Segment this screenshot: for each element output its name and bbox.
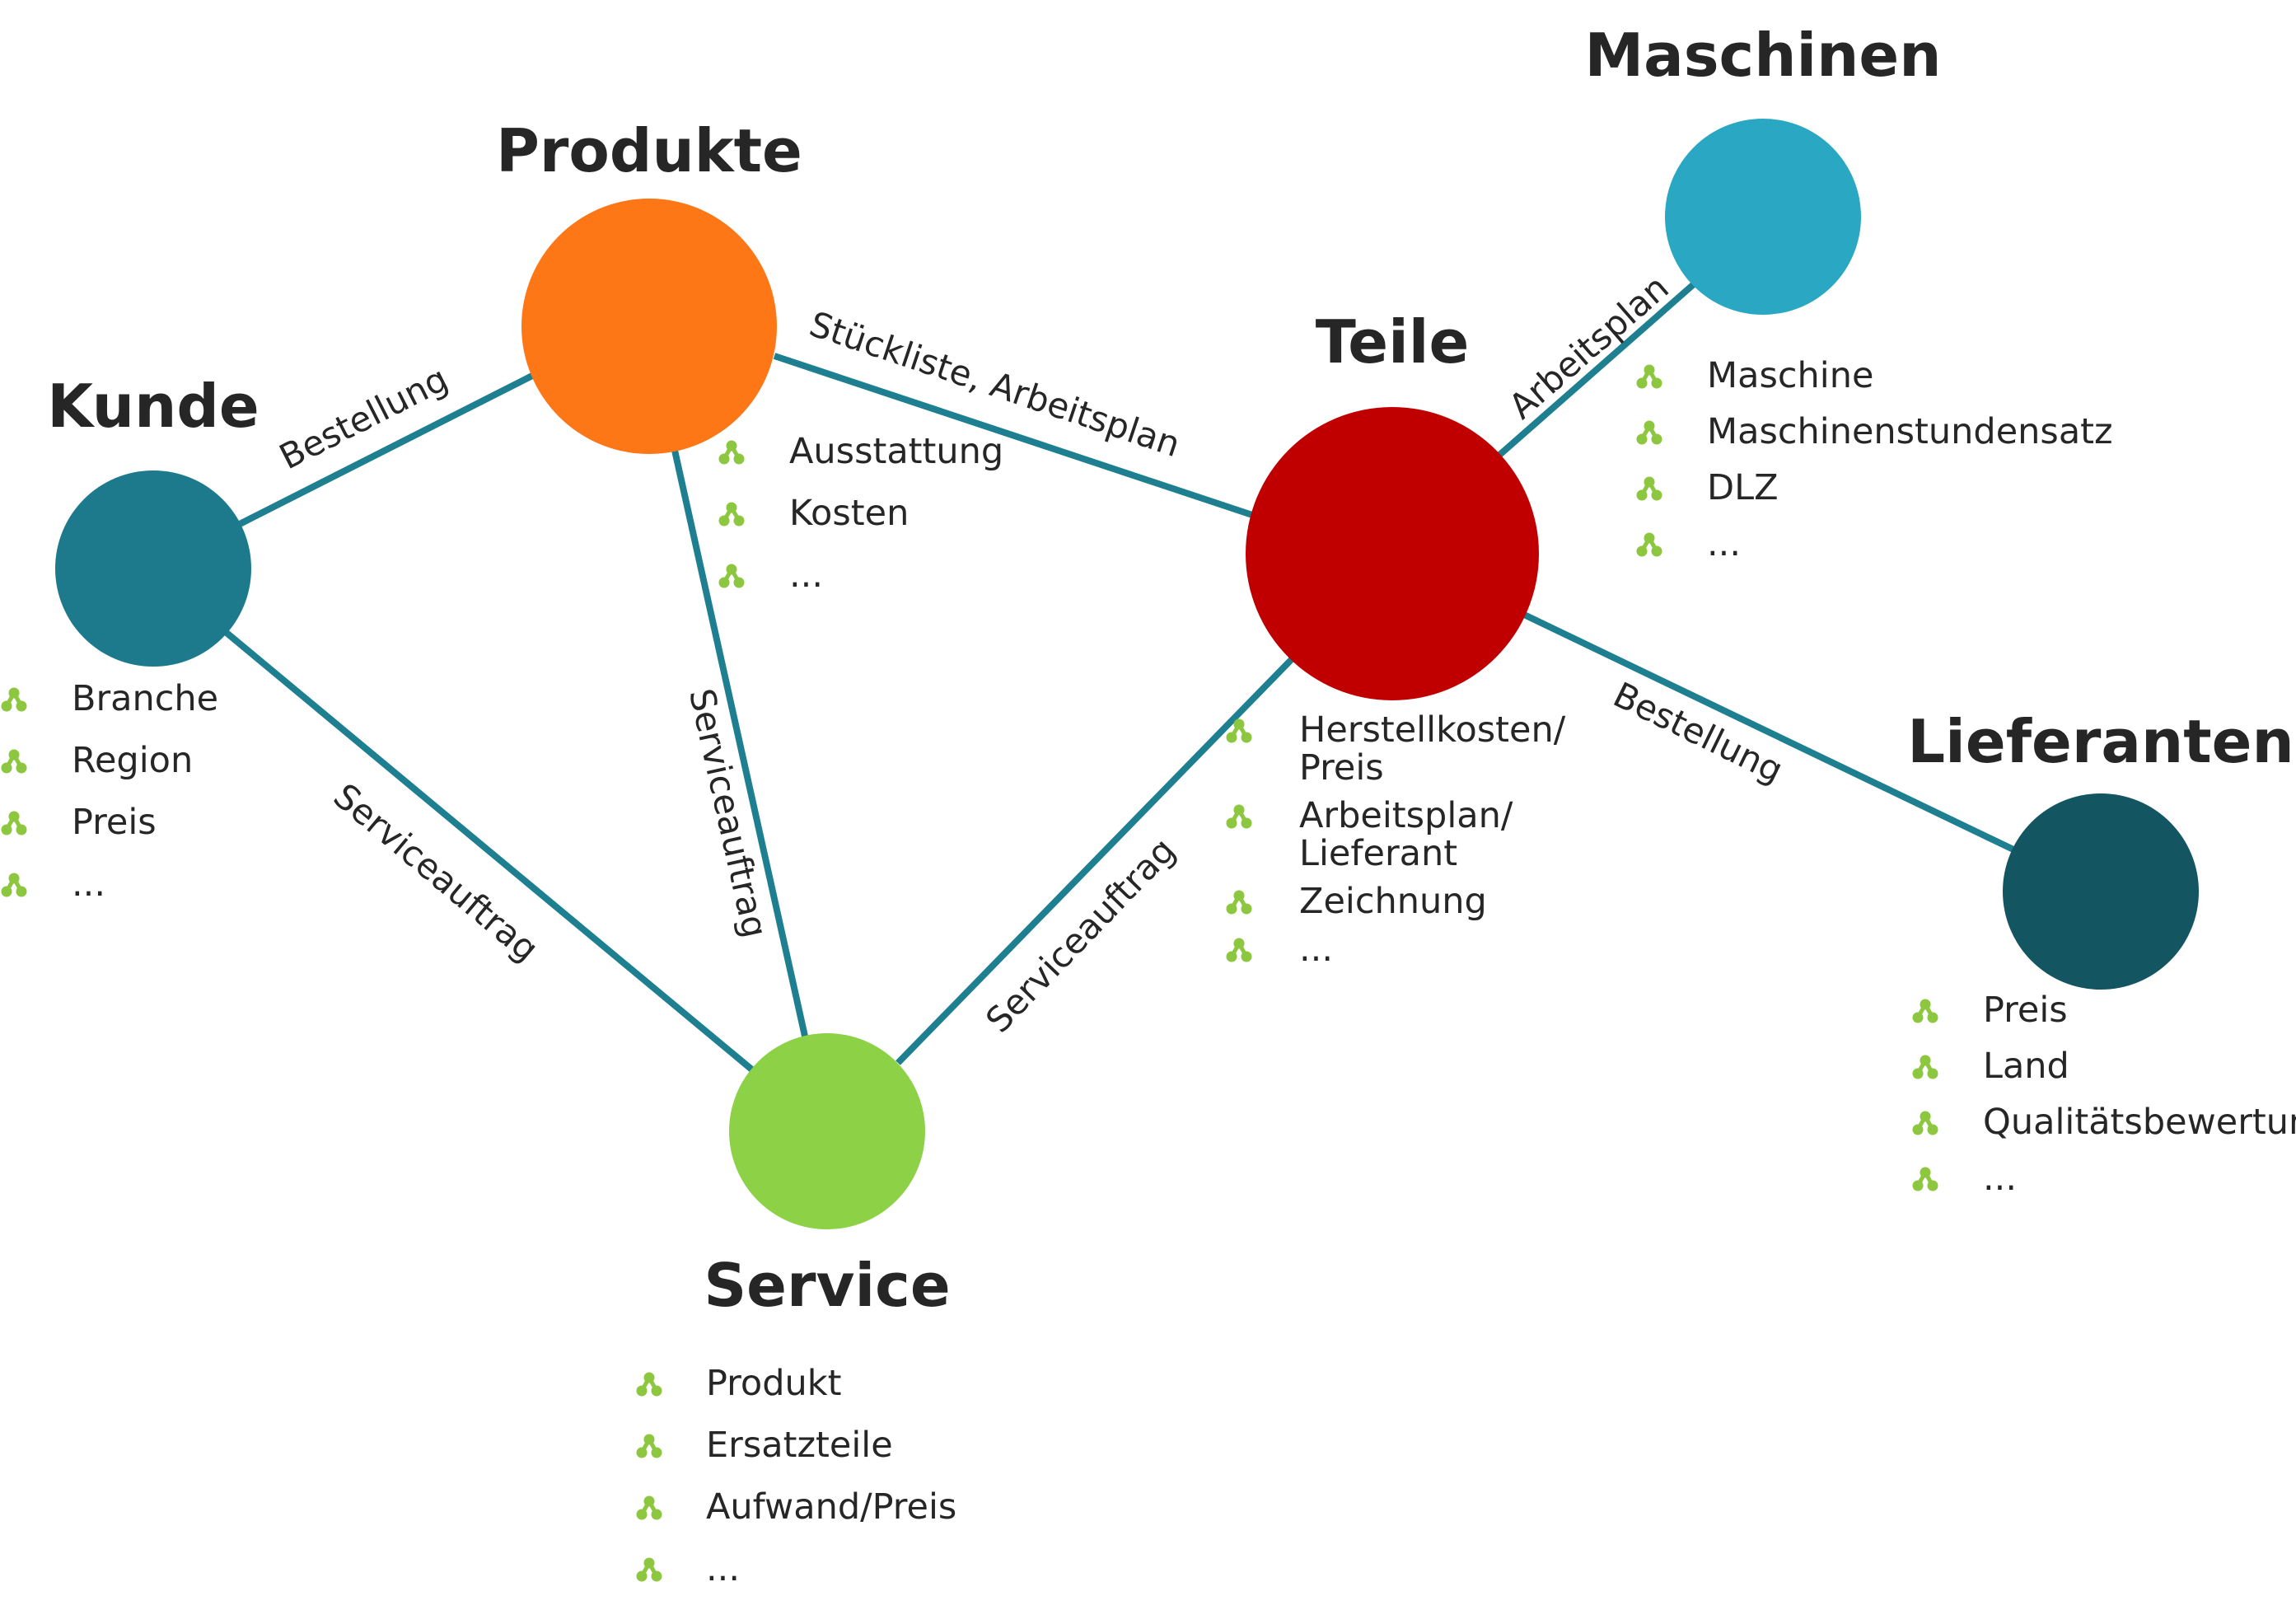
node-title-kunde: Kunde (47, 372, 259, 441)
edge-kunde-service (224, 629, 756, 1074)
bullet-icon (1, 811, 27, 835)
attribute-item: ... (1983, 1158, 2017, 1199)
edges (224, 280, 2017, 1074)
node-produkte (521, 199, 777, 454)
bullet-icon (1226, 938, 1252, 962)
bullet-icon (636, 1434, 662, 1458)
bullet-icon (636, 1557, 662, 1582)
attribute-item: ... (789, 555, 823, 596)
node-titles: Kunde Produkte Teile Maschinen Lieferant… (47, 21, 2294, 1320)
node-title-lieferanten: Lieferanten (1907, 707, 2294, 776)
bullet-icon (1636, 476, 1662, 501)
attribute-item: ... (1707, 523, 1741, 564)
edge-teile-maschinen (1495, 280, 1697, 460)
attribute-item: Ausstattung (789, 431, 1003, 472)
bullet-icon (1226, 718, 1252, 743)
node-maschinen (1665, 119, 1861, 315)
node-title-teile: Teile (1316, 307, 1470, 377)
attribute-list-service: ProduktErsatzteileAufwand/Preis... (636, 1363, 956, 1589)
nodes (55, 119, 2199, 1229)
bullet-icon (1636, 532, 1662, 557)
edge-teile-lieferanten (1521, 611, 2017, 854)
bullet-icon (636, 1495, 662, 1520)
node-teile (1246, 407, 1539, 700)
attribute-item: ... (72, 863, 105, 905)
edge-produkte-service (671, 446, 809, 1041)
bullet-icon (718, 564, 745, 588)
attribute-item: Ersatzteile (706, 1425, 893, 1466)
bullet-icon (1912, 1167, 1938, 1191)
attribute-item: ... (706, 1548, 740, 1589)
attribute-list-produkte: AusstattungKosten... (718, 431, 1003, 596)
attribute-item: Herstellkosten/Preis (1299, 709, 1566, 789)
node-title-service: Service (704, 1251, 950, 1320)
attribute-item: Aufwand/Preis (706, 1486, 956, 1528)
attribute-list-maschinen: MaschineMaschinenstundensatzDLZ... (1636, 355, 2113, 564)
edge-label-teile-maschinen: Arbeitsplan (1501, 267, 1676, 427)
attribute-item: Produkt (706, 1363, 842, 1404)
attribute-item: Qualitätsbewertung (1983, 1102, 2296, 1143)
bullet-icon (1636, 364, 1662, 389)
node-service (729, 1033, 925, 1229)
attribute-item: Maschine (1707, 355, 1873, 396)
bullet-icon (1226, 890, 1252, 915)
bullet-icon (1, 687, 27, 712)
edge-produkte-teile (773, 353, 1254, 518)
bullet-icon (1636, 420, 1662, 445)
bullet-icon (1912, 1111, 1938, 1135)
bullet-icon (718, 502, 745, 527)
bullet-icon (636, 1372, 662, 1397)
attribute-lists: BrancheRegionPreis...AusstattungKosten..… (1, 355, 2296, 1589)
edge-label-service-teile: Serviceauftrag (978, 830, 1183, 1040)
bullet-icon (1912, 1055, 1938, 1079)
attribute-item: Land (1983, 1046, 2069, 1087)
attribute-list-kunde: BrancheRegionPreis... (1, 678, 218, 905)
bullet-icon (1, 873, 27, 897)
attribute-item: Kosten (789, 493, 909, 534)
edge-kunde-produkte (238, 372, 535, 527)
attribute-list-lieferanten: PreisLandQualitätsbewertung... (1912, 990, 2296, 1199)
attribute-item: Branche (72, 678, 218, 719)
attribute-item: DLZ (1707, 467, 1779, 508)
node-title-maschinen: Maschinen (1584, 21, 1941, 90)
node-lieferanten (2003, 793, 2199, 990)
node-title-produkte: Produkte (496, 116, 802, 185)
bullet-icon (1912, 999, 1938, 1023)
node-kunde (55, 470, 251, 667)
attribute-item: Region (72, 740, 193, 781)
attribute-item: ... (1299, 929, 1333, 970)
bullet-icon (1, 749, 27, 774)
attribute-item: Zeichnung (1299, 881, 1487, 922)
edge-service-teile (895, 657, 1294, 1065)
bullet-icon (718, 440, 745, 465)
attribute-item: Arbeitsplan/Lieferant (1299, 795, 1513, 874)
attribute-item: Preis (72, 802, 157, 843)
edge-label-produkte-service: Serviceauftrag (681, 685, 775, 941)
bullet-icon (1226, 804, 1252, 829)
attribute-item: Preis (1983, 990, 2068, 1031)
attribute-list-teile: Herstellkosten/PreisArbeitsplan/Lieferan… (1226, 709, 1566, 970)
attribute-item: Maschinenstundensatz (1707, 411, 2113, 452)
